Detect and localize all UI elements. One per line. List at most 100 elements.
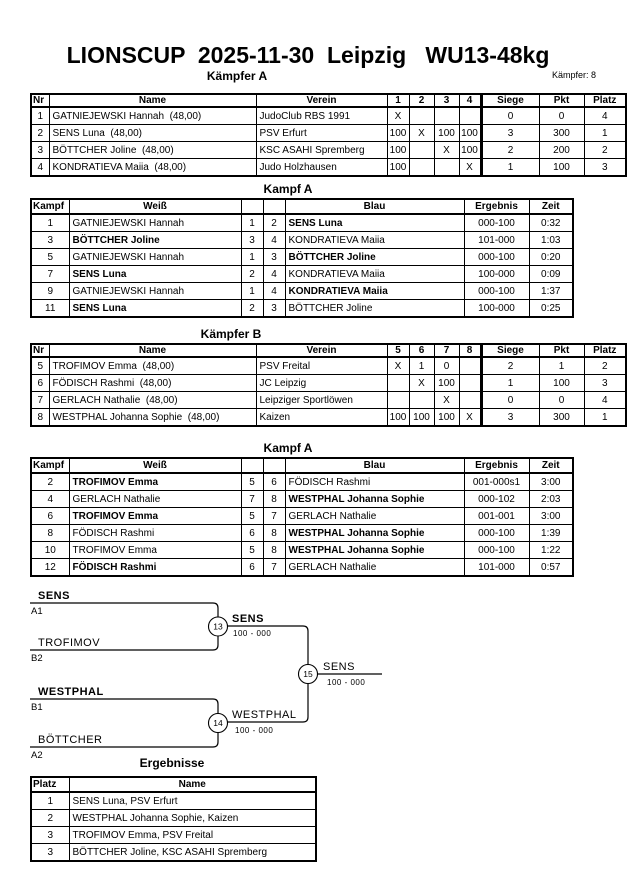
match-row: 8 FÖDISCH Rashmi 6 8 WESTPHAL Johanna So… [30,524,574,542]
match-node-14-circle [207,712,229,734]
pool-score-5 [386,374,410,392]
result-row: 3 BÖTTCHER Joline, KSC ASAHI Spremberg [30,843,317,862]
white-nr: 1 [240,248,264,266]
white-nr: 5 [240,472,264,491]
white-nr: 6 [240,558,264,577]
rank: 2 [583,356,627,375]
match-number: 10 [30,541,70,559]
pool-score-8 [458,356,482,375]
blue-fighter: BÖTTCHER Joline [284,299,465,318]
match-time: 3:00 [528,472,574,491]
col-header-wnr [240,198,264,215]
white-fighter: FÖDISCH Rashmi [68,558,242,577]
white-nr: 7 [240,490,264,508]
pool-score-2 [408,106,435,125]
fighter-nr: 5 [30,356,50,375]
match-time: 3:00 [528,507,574,525]
white-nr: 1 [240,213,264,232]
pool-b-table: Nr Name Verein 5 6 7 8 Siege Pkt Platz 5… [30,343,627,427]
match-score: 101-000 [463,558,530,577]
pool-b-row: 5 TROFIMOV Emma (48,00) PSV Freital X 1 … [30,356,627,375]
col-header-zeit: Zeit [528,198,574,215]
match-row: 5 GATNIEJEWSKI Hannah 1 3 BÖTTCHER Jolin… [30,248,574,266]
match-node-15-number: 15 [303,669,313,679]
points-count: 300 [538,124,585,142]
bracket-seed-a1-name: SENS [38,590,70,602]
points-count: 0 [538,391,585,409]
col-header-nr: Nr [30,343,50,358]
fighter-name: SENS Luna (48,00) [48,124,257,142]
match-number: 5 [30,248,70,266]
col-header-1: 1 [386,93,410,108]
match-time: 1:03 [528,231,574,249]
col-header-kampf: Kampf [30,457,70,474]
matches-b-table: Kampf Weiß Blau Ergebnis Zeit 2 TROFIMOV… [30,457,574,577]
fighter-nr: 6 [30,374,50,392]
fighter-nr: 2 [30,124,50,142]
wins-count: 2 [479,141,540,159]
results-header-row: Platz Name [30,776,317,793]
results-table: Platz Name 1 SENS Luna, PSV Erfurt 2 WES… [30,776,317,862]
col-header-wnr [240,457,264,474]
result-fighter: WESTPHAL Johanna Sophie, Kaizen [68,809,317,827]
result-rank: 3 [30,843,70,862]
match-time: 0:57 [528,558,574,577]
col-header-3: 3 [433,93,460,108]
fighter-club: KSC ASAHI Spremberg [255,141,388,159]
rank: 2 [583,141,627,159]
pool-score-1: 100 [386,124,410,142]
points-count: 200 [538,141,585,159]
pool-score-5 [386,391,410,409]
match-time: 1:22 [528,541,574,559]
bracket-seed-b1-name: WESTPHAL [38,686,104,698]
white-fighter: TROFIMOV Emma [68,472,242,491]
pool-score-6: 100 [408,408,435,427]
fighter-name: GATNIEJEWSKI Hannah (48,00) [48,106,257,125]
rank: 4 [583,106,627,125]
pool-score-4 [458,106,482,125]
match-score: 001-001 [463,507,530,525]
points-count: 100 [538,374,585,392]
match-row: 2 TROFIMOV Emma 5 6 FÖDISCH Rashmi 001-0… [30,472,574,491]
white-fighter: GATNIEJEWSKI Hannah [68,248,242,266]
pool-score-7: X [433,391,460,409]
section-heading-kampf-a2: Kampf A [263,441,313,455]
rank: 1 [583,408,627,427]
match-score: 100-000 [463,299,530,318]
points-count: 300 [538,408,585,427]
match-score: 000-100 [463,524,530,542]
matches-b-header-row: Kampf Weiß Blau Ergebnis Zeit [30,457,574,474]
col-header-zeit: Zeit [528,457,574,474]
fighter-name: BÖTTCHER Joline (48,00) [48,141,257,159]
bracket-seed-b2-tag: B2 [31,653,43,664]
match-row: 12 FÖDISCH Rashmi 6 7 GERLACH Nathalie 1… [30,558,574,577]
match-15-winner: SENS [323,661,355,673]
section-heading-kaempfer-a: Kämpfer A [206,69,268,83]
result-fighter: SENS Luna, PSV Erfurt [68,791,317,810]
pool-score-6: X [408,374,435,392]
pool-score-7: 100 [433,374,460,392]
pool-score-6: 1 [408,356,435,375]
match-number: 12 [30,558,70,577]
fighter-club: PSV Erfurt [255,124,388,142]
rank: 3 [583,374,627,392]
match-time: 0:32 [528,213,574,232]
match-number: 11 [30,299,70,318]
match-time: 2:03 [528,490,574,508]
pool-score-2 [408,141,435,159]
bracket-winner-13-line [227,625,309,665]
match-number: 2 [30,472,70,491]
fighter-club: Kaizen [255,408,388,427]
wins-count: 1 [479,374,540,392]
result-row: 2 WESTPHAL Johanna Sophie, Kaizen [30,809,317,827]
blue-fighter: KONDRATIEVA Maiia [284,231,465,249]
section-heading-kaempfer-b: Kämpfer B [200,327,262,341]
match-score: 100-000 [463,265,530,283]
col-header-ergebnis: Ergebnis [463,198,530,215]
pool-score-4: X [458,158,482,177]
match-node-13-circle [207,616,229,637]
page-title: LIONSCUP 2025-11-30 Leipzig WU13-48kg [66,42,550,68]
col-header-pkt: Pkt [538,93,585,108]
match-number: 8 [30,524,70,542]
match-number: 3 [30,231,70,249]
